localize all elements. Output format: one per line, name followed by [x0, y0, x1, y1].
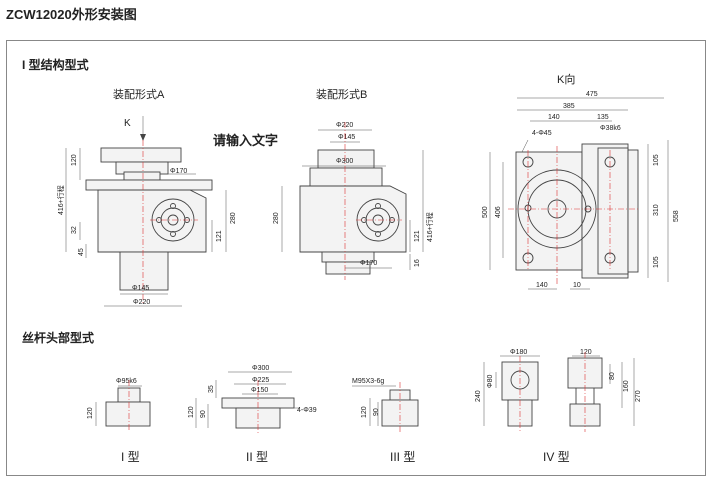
dim-a-h32: 32	[71, 226, 78, 234]
page-title: ZCW12020外形安装图	[6, 7, 137, 22]
dim-b-d145: Φ145	[338, 134, 355, 141]
screw-head-section-title: 丝杆头部型式	[22, 331, 95, 345]
dim-k-w475: 475	[586, 91, 598, 98]
dim-k-h105b: 105	[653, 256, 660, 268]
dim-b-stroke: 416+行程	[425, 212, 434, 242]
head-type-4-label: IV 型	[543, 450, 570, 464]
head1-d95k6: Φ95k6	[116, 378, 137, 385]
head4-h240: 240	[475, 390, 482, 402]
dim-b-h121: 121	[414, 230, 421, 242]
assembly-a-label: 装配形式A	[113, 89, 165, 101]
dim-a-h121: 121	[216, 230, 223, 242]
k-arrow-icon	[140, 134, 146, 141]
head2-d150: Φ150	[251, 387, 268, 394]
head1-h120: 120	[87, 407, 94, 419]
dim-k-w385: 385	[563, 103, 575, 110]
dim-k-d38k6: Φ38k6	[600, 125, 621, 132]
dim-a-h45: 45	[78, 248, 85, 256]
dim-b-d220: Φ220	[336, 122, 353, 129]
overlay-note: 请输入文字	[213, 133, 279, 148]
dim-k-h406: 406	[495, 206, 502, 218]
structure-section-title: I 型结构型式	[22, 58, 89, 72]
head2-h90: 90	[200, 410, 207, 418]
head4-h270: 270	[635, 390, 642, 402]
head2-d300: Φ300	[252, 365, 269, 372]
dim-a-d145: Φ145	[132, 285, 149, 292]
head2-h35: 35	[208, 385, 215, 393]
head-type-3-label: III 型	[390, 450, 416, 464]
head3-thread: M95X3-6g	[352, 378, 384, 385]
dim-k-h500: 500	[482, 206, 489, 218]
dim-b-h280: 280	[273, 212, 280, 224]
dim-b-d170: Φ170	[360, 260, 377, 267]
head-type-2-label: II 型	[246, 450, 269, 464]
head-type-3-drawing: M95X3-6g 120 90	[352, 378, 419, 432]
head4-h160: 160	[623, 380, 630, 392]
head2-h120: 120	[188, 406, 195, 418]
dim-k-w135: 135	[597, 114, 609, 121]
view-a-drawing: K Φ145 Φ220 Φ170 120 416+行程 32 45 280 12…	[56, 116, 237, 307]
k-view-drawing: 475 385 140 135 4-Φ45 Φ38k6 500 406 105	[482, 91, 680, 290]
head-type-1-label: I 型	[121, 450, 140, 464]
k-arrow-label: K	[124, 118, 131, 129]
dim-k-b140: 140	[536, 282, 548, 289]
head4-d80: Φ80	[487, 375, 494, 388]
head-type-4-drawing: Φ180 Φ80 240 120 80 160 270	[475, 349, 642, 432]
head4-h80: 80	[609, 372, 616, 380]
dim-a-h280: 280	[230, 212, 237, 224]
head4-d180: Φ180	[510, 349, 527, 356]
head3-h120: 120	[361, 406, 368, 418]
drawing-frame	[6, 40, 706, 476]
head2-d225: Φ225	[252, 377, 269, 384]
dim-k-holes: 4-Φ45	[532, 130, 552, 137]
dim-b-h16: 16	[414, 259, 421, 267]
dim-k-b10: 10	[573, 282, 581, 289]
head-type-1-drawing: Φ95k6 120	[87, 378, 151, 432]
dim-a-d220: Φ220	[133, 299, 150, 306]
head4-w120: 120	[580, 349, 592, 356]
head2-holes: 4-Φ39	[297, 407, 317, 414]
view-b-drawing: Φ220 Φ145 Φ300 280 121 416+行程 16 Φ170	[273, 122, 434, 280]
head3-h90: 90	[373, 408, 380, 416]
k-view-label: K向	[557, 74, 576, 86]
dim-a-h120: 120	[71, 154, 78, 166]
dim-a-d170: Φ170	[170, 168, 187, 175]
head-type-2-drawing: Φ300 Φ225 Φ150 35 120 90 4-Φ39	[188, 365, 317, 434]
dim-k-w140: 140	[548, 114, 560, 121]
dim-k-h105a: 105	[653, 154, 660, 166]
assembly-b-label: 装配形式B	[316, 89, 368, 101]
dim-a-stroke: 416+行程	[56, 185, 65, 215]
dim-k-h310: 310	[653, 204, 660, 216]
dim-k-h558: 558	[673, 210, 680, 222]
dim-b-d300: Φ300	[336, 158, 353, 165]
